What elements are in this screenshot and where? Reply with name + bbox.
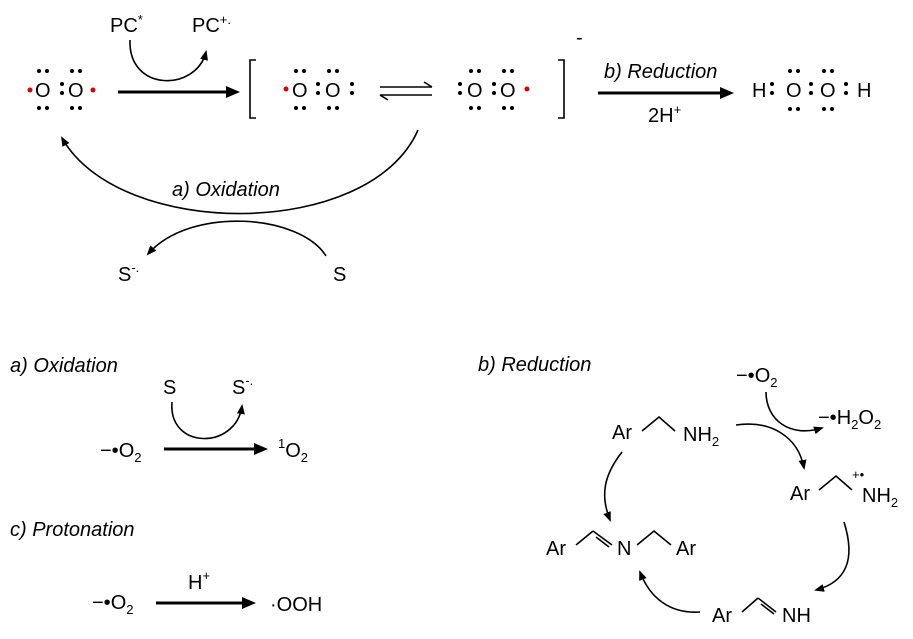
- amine-to-cation-arrow: [735, 423, 807, 470]
- panel-c-reagent: H+: [188, 568, 210, 594]
- panel-c-superoxide: −•O2: [92, 592, 133, 617]
- panel-a-singlet-oxygen: 1O2: [278, 436, 308, 465]
- panel-c-title: c) Protonation: [10, 519, 135, 541]
- right-bracket: [558, 59, 565, 119]
- superoxide-form-2: O O: [458, 69, 530, 110]
- cation-ar-label: Ar: [790, 483, 810, 505]
- panel-b-h2o2: −•H2O2: [818, 407, 881, 432]
- imine-nh-label: NH: [782, 605, 811, 627]
- hydrogen-peroxide: H O O H: [752, 69, 871, 111]
- cation-nh2-label: NH2: [862, 485, 898, 510]
- cation-to-imine-arrow: [814, 521, 850, 592]
- s-label: S: [333, 264, 346, 286]
- radical-dot: [27, 87, 33, 93]
- product-double-bond: [592, 530, 613, 546]
- oxygen-atom: O: [500, 80, 516, 102]
- panel-a-s-radical-label: S-.: [232, 373, 253, 399]
- oxygen-atom: O: [467, 80, 483, 102]
- amine-bonds: [641, 415, 676, 432]
- s-radical-label: S-.: [118, 260, 139, 286]
- panel-a-title: a) Oxidation: [10, 355, 118, 377]
- negative-charge: -: [576, 27, 583, 49]
- equilibrium-arrows: [379, 81, 433, 101]
- hydrogen-atom: H: [857, 80, 871, 102]
- reduction-reagent: 2H+: [648, 102, 681, 127]
- panel-a-curved-arrow: [171, 401, 245, 440]
- product-n-label: N: [617, 538, 631, 560]
- oxygen-atom: O: [325, 80, 341, 102]
- radical-dot: [283, 86, 289, 92]
- amine-nh2-label: NH2: [683, 424, 719, 449]
- imine-double-bond-inner: [760, 603, 775, 615]
- pc-curved-arrow: [129, 39, 208, 82]
- imine-double-bond: [757, 597, 777, 613]
- oxygen-atom: O: [820, 80, 836, 102]
- oxygen-atom: O: [292, 80, 308, 102]
- oxygen-atom: O: [35, 80, 51, 102]
- reduction-label: b) Reduction: [604, 61, 717, 83]
- oxidation-label: a) Oxidation: [172, 179, 280, 201]
- hydrogen-atom: H: [752, 80, 766, 102]
- cation-charge-label: +•: [852, 467, 865, 482]
- imine-single-bond: [741, 597, 759, 613]
- oxidation-return-arrow: [61, 129, 419, 215]
- product-single-bond-1: [575, 530, 594, 546]
- product-ar2-label: Ar: [676, 538, 696, 560]
- radical-dot: [90, 87, 96, 93]
- radical-dot: [524, 86, 530, 92]
- imine-to-product-arrow: [639, 570, 701, 613]
- panel-c-hydroperoxyl: ·OOH: [270, 594, 322, 616]
- pc-excited-label: PC*: [110, 12, 143, 37]
- product-ar1-label: Ar: [546, 538, 566, 560]
- panel-a-s-label: S: [163, 377, 176, 399]
- superoxide-to-h2o2-arrow: [765, 391, 824, 435]
- superoxide-form-1: O O: [283, 69, 354, 110]
- pc-cation-label: PC+.: [192, 12, 231, 37]
- oxygen-atom: O: [68, 80, 84, 102]
- o2-molecule-left: O O: [27, 69, 96, 110]
- left-bracket: [249, 59, 256, 119]
- amine-to-secondary-imine-arrow: [603, 451, 623, 522]
- panel-b-superoxide: −•O2: [736, 365, 777, 390]
- amine-ar-label: Ar: [612, 422, 632, 444]
- product-single-bonds-2: [636, 529, 672, 546]
- oxygen-atom: O: [786, 80, 802, 102]
- panel-a-superoxide: −•O2: [100, 440, 141, 465]
- s-to-s-radical-arrow: [146, 220, 327, 257]
- product-double-bond-inner: [595, 536, 610, 548]
- panel-b-title: b) Reduction: [478, 354, 591, 376]
- cation-bonds: [818, 474, 853, 491]
- imine-ar-label: Ar: [712, 605, 732, 627]
